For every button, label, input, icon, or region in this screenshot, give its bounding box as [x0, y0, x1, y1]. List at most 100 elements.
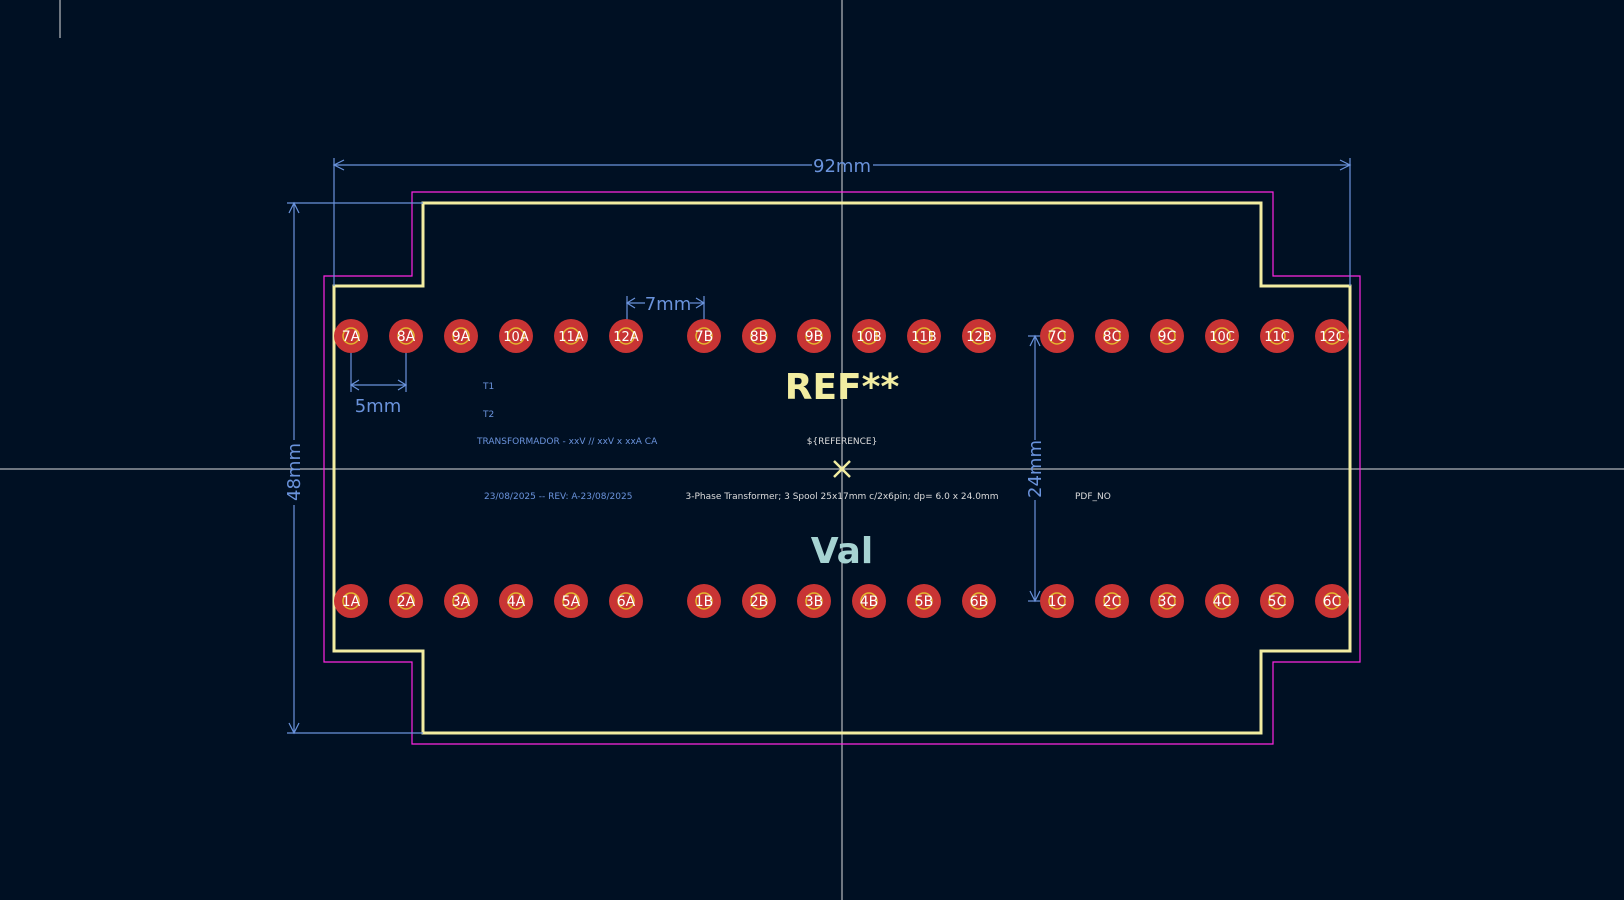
pad-12A[interactable]: 12A: [609, 319, 643, 353]
text-t1[interactable]: T1: [482, 382, 494, 392]
pad-1C[interactable]: 1C: [1040, 584, 1074, 618]
pad-copper: [742, 584, 776, 618]
reference-text[interactable]: REF**: [785, 367, 900, 408]
pad-5A[interactable]: 5A: [554, 584, 588, 618]
pad-6B[interactable]: 6B: [962, 584, 996, 618]
pad-10A[interactable]: 10A: [499, 319, 533, 353]
pad-2C[interactable]: 2C: [1095, 584, 1129, 618]
pad-7B[interactable]: 7B: [687, 319, 721, 353]
dimension-pin-pitch-label: 5mm: [355, 396, 402, 417]
pad-drill-hole: [915, 327, 933, 345]
pad-9B[interactable]: 9B: [797, 319, 831, 353]
pad-3C[interactable]: 3C: [1150, 584, 1184, 618]
pad-number-label: 7B: [695, 329, 714, 345]
pad-2A[interactable]: 2A: [389, 584, 423, 618]
pad-4C[interactable]: 4C: [1205, 584, 1239, 618]
reference-variable-text[interactable]: ${REFERENCE}: [807, 437, 878, 447]
pad-number-label: 2A: [397, 594, 416, 610]
pad-number-label: 5A: [562, 594, 581, 610]
pad-drill-hole: [617, 327, 635, 345]
pad-copper: [1315, 584, 1349, 618]
pad-8C[interactable]: 8C: [1095, 319, 1129, 353]
pad-number-label: 6B: [970, 594, 989, 610]
pad-drill-hole: [1048, 592, 1066, 610]
dimension-pin-gap[interactable]: [625, 296, 706, 320]
pad-3B[interactable]: 3B: [797, 584, 831, 618]
pad-copper: [907, 319, 941, 353]
pad-5C[interactable]: 5C: [1260, 584, 1294, 618]
pad-8A[interactable]: 8A: [389, 319, 423, 353]
pad-copper: [1260, 319, 1294, 353]
pad-drill-hole: [1323, 592, 1341, 610]
pad-10C[interactable]: 10C: [1205, 319, 1239, 353]
text-t2[interactable]: T2: [482, 410, 494, 420]
pad-drill-hole: [1268, 327, 1286, 345]
pad-drill-hole: [1268, 592, 1286, 610]
pad-number-label: 10B: [856, 330, 881, 345]
pad-drill-hole: [507, 592, 525, 610]
pad-copper: [1150, 319, 1184, 353]
transformer-label-text[interactable]: TRANSFORMADOR - xxV // xxV x xxA CA: [476, 437, 658, 447]
pad-number-label: 1C: [1048, 594, 1067, 610]
pad-drill-hole: [452, 327, 470, 345]
pdf-number-text[interactable]: PDF_NO: [1075, 492, 1111, 502]
pad-number-label: 4C: [1213, 594, 1232, 610]
pad-number-label: 12A: [613, 330, 639, 345]
pad-number-label: 7A: [342, 329, 361, 345]
pad-drill-hole: [397, 592, 415, 610]
pad-7A[interactable]: 7A: [334, 319, 368, 353]
pad-6C[interactable]: 6C: [1315, 584, 1349, 618]
pad-copper: [1260, 584, 1294, 618]
pad-1A[interactable]: 1A: [334, 584, 368, 618]
pad-number-label: 4A: [507, 594, 526, 610]
pad-11B[interactable]: 11B: [907, 319, 941, 353]
pad-4B[interactable]: 4B: [852, 584, 886, 618]
pad-copper: [1315, 319, 1349, 353]
pad-6A[interactable]: 6A: [609, 584, 643, 618]
pad-row-bottom: 1A 2A 3A 4A 5A 6A 1B 2B 3B 4B 5B 6B 1C 2C 3C 4C 5C 6C: [334, 584, 1349, 618]
pad-copper: [797, 319, 831, 353]
description-text[interactable]: 3-Phase Transformer; 3 Spool 25x17mm c/2…: [686, 492, 999, 502]
dimension-overall-height[interactable]: [287, 201, 423, 735]
courtyard-outline[interactable]: [323, 191, 1361, 745]
pad-9A[interactable]: 9A: [444, 319, 478, 353]
pad-3A[interactable]: 3A: [444, 584, 478, 618]
pad-12C[interactable]: 12C: [1315, 319, 1349, 353]
pad-8B[interactable]: 8B: [742, 319, 776, 353]
pad-drill-hole: [617, 592, 635, 610]
pad-number-label: 11B: [911, 330, 936, 345]
pad-11C[interactable]: 11C: [1260, 319, 1294, 353]
pad-drill-hole: [452, 592, 470, 610]
value-text[interactable]: Val: [811, 531, 874, 572]
pad-5B[interactable]: 5B: [907, 584, 941, 618]
dimension-overall-width[interactable]: [332, 158, 1352, 286]
pad-copper: [1095, 319, 1129, 353]
pad-drill-hole: [1213, 592, 1231, 610]
pad-drill-hole: [1103, 592, 1121, 610]
dimension-overall-width-label: 92mm: [813, 156, 871, 177]
pad-11A[interactable]: 11A: [554, 319, 588, 353]
pad-7C[interactable]: 7C: [1040, 319, 1074, 353]
pad-number-label: 4B: [860, 594, 879, 610]
pad-9C[interactable]: 9C: [1150, 319, 1184, 353]
pad-number-label: 9A: [452, 329, 471, 345]
pad-4A[interactable]: 4A: [499, 584, 533, 618]
pad-drill-hole: [695, 327, 713, 345]
pad-1B[interactable]: 1B: [687, 584, 721, 618]
pad-number-label: 10A: [503, 330, 529, 345]
pad-number-label: 5B: [915, 594, 934, 610]
pad-copper: [852, 584, 886, 618]
pad-12B[interactable]: 12B: [962, 319, 996, 353]
pad-2B[interactable]: 2B: [742, 584, 776, 618]
pad-copper: [742, 319, 776, 353]
pad-number-label: 2C: [1103, 594, 1122, 610]
dimension-row-spacing-label: 24mm: [1025, 440, 1046, 498]
pad-number-label: 3C: [1158, 594, 1177, 610]
pad-number-label: 1A: [342, 594, 361, 610]
date-revision-text[interactable]: 23/08/2025 -- REV: A-23/08/2025: [484, 492, 632, 502]
pad-number-label: 7C: [1048, 329, 1067, 345]
pad-copper: [687, 319, 721, 353]
anchor-marker-icon: [833, 460, 851, 478]
pad-10B[interactable]: 10B: [852, 319, 886, 353]
